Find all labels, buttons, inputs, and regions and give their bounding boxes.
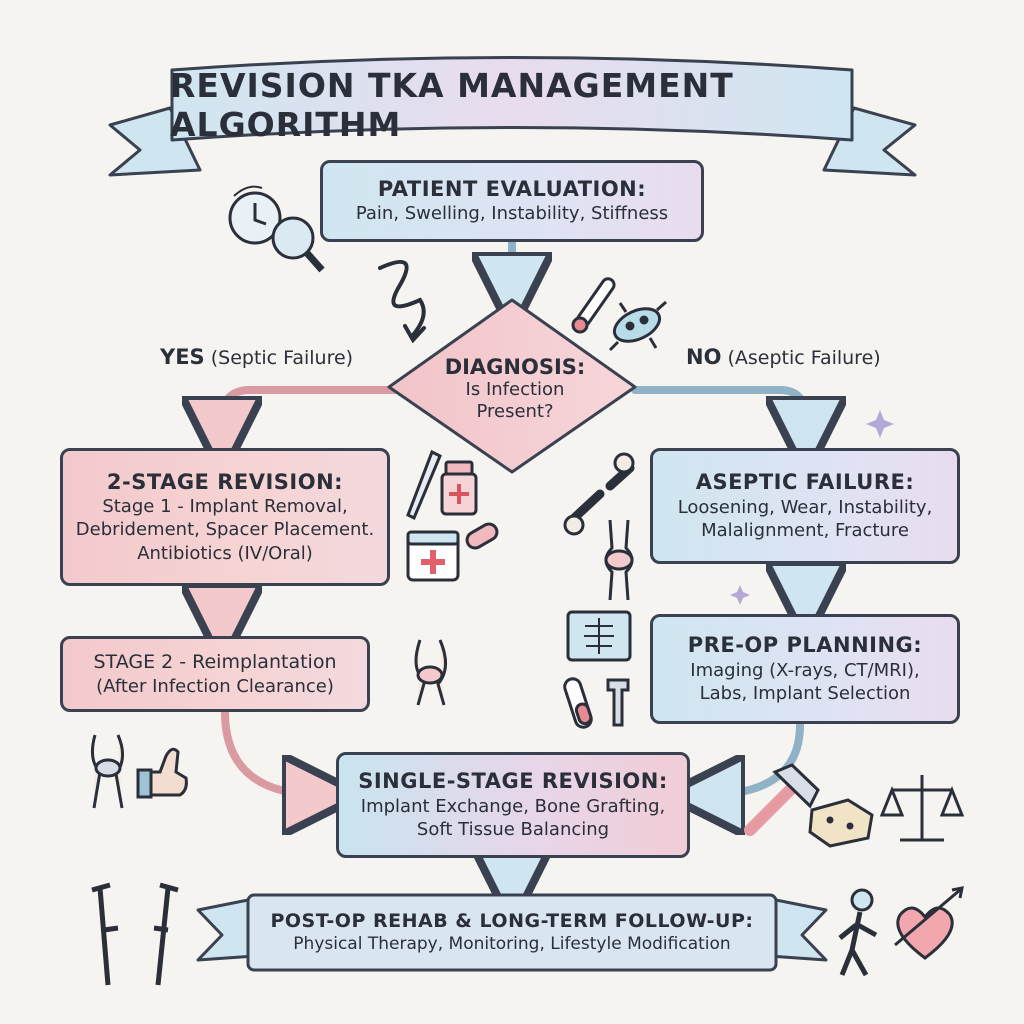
walking-person-icon xyxy=(838,888,878,977)
flow-arrows xyxy=(221,238,806,885)
branch-word: NO xyxy=(686,345,722,369)
node-title: PATIENT EVALUATION: xyxy=(377,177,647,202)
node-aseptic-failure: ASEPTIC FAILURE: Loosening, Wear, Instab… xyxy=(650,448,960,564)
branch-label-no: NO (Aseptic Failure) xyxy=(686,345,881,369)
node-text: Debridement, Spacer Placement. xyxy=(75,519,375,541)
test-tube-icon xyxy=(563,677,593,729)
node-stage-two: STAGE 2 - Reimplantation (After Infectio… xyxy=(60,636,370,712)
node-text: Stage 1 - Implant Removal, xyxy=(102,496,348,518)
knee-implant-icon xyxy=(414,639,447,706)
bone-graft-icon xyxy=(808,798,874,848)
branch-detail: (Aseptic Failure) xyxy=(727,347,881,369)
thermometer-icon xyxy=(571,277,616,334)
node-patient-evaluation: PATIENT EVALUATION: Pain, Swelling, Inst… xyxy=(320,160,704,242)
decor-sparkle-icon xyxy=(730,410,894,605)
node-text: Implant Exchange, Bone Grafting, xyxy=(360,795,666,817)
implant-screw-icon xyxy=(606,678,630,727)
knee-joint-icon xyxy=(604,519,634,601)
bacteria-icon xyxy=(608,300,667,352)
node-postop-rehab: POST-OP REHAB & LONG-TERM FOLLOW-UP: Phy… xyxy=(250,897,774,968)
branch-detail: (Septic Failure) xyxy=(210,347,354,369)
magnifier-icon xyxy=(271,216,325,273)
squiggle-arrow xyxy=(378,259,426,337)
node-text: Malalignment, Fracture xyxy=(701,520,909,542)
branch-label-yes: YES (Septic Failure) xyxy=(160,345,353,369)
node-title: ASEPTIC FAILURE: xyxy=(695,470,915,495)
node-two-stage-revision: 2-STAGE REVISION: Stage 1 - Implant Remo… xyxy=(60,448,390,586)
clock-icon xyxy=(228,185,282,245)
node-diagnosis: DIAGNOSIS: Is Infection Present? xyxy=(395,343,635,435)
branch-word: YES xyxy=(160,345,205,369)
node-text: Imaging (X-rays, CT/MRI), xyxy=(690,659,920,681)
crutches-icon xyxy=(91,882,179,986)
diagnosis-diamond xyxy=(387,298,637,474)
medicine-bottle-icon xyxy=(440,460,478,516)
node-title: POST-OP REHAB & LONG-TERM FOLLOW-UP: xyxy=(270,909,754,932)
node-title: DIAGNOSIS: xyxy=(444,354,586,379)
node-text: Antibiotics (IV/Oral) xyxy=(137,542,313,564)
node-text: Loosening, Wear, Instability, xyxy=(677,496,933,518)
arrow-stage-two-to-single-stage xyxy=(221,708,322,795)
node-text: Is Infection xyxy=(465,378,565,400)
page-title: REVISION TKA MANAGEMENT ALGORITHM xyxy=(170,66,734,144)
pill-icon xyxy=(465,522,499,550)
arrow-yes-branch xyxy=(222,386,399,436)
node-single-stage-revision: SINGLE-STAGE REVISION: Implant Exchange,… xyxy=(336,752,690,858)
title-banner xyxy=(108,56,917,177)
node-text: Present? xyxy=(476,401,554,422)
calendar-icon xyxy=(406,530,460,582)
node-title: SINGLE-STAGE REVISION: xyxy=(358,769,668,794)
postop-ribbon xyxy=(196,893,828,972)
xray-icon xyxy=(566,610,632,662)
scales-icon xyxy=(879,775,965,842)
arrow-preop-to-single-stage xyxy=(705,721,804,795)
node-text: Physical Therapy, Monitoring, Lifestyle … xyxy=(293,934,731,955)
stage-two-knee-icon xyxy=(90,734,124,809)
scalpel-icon xyxy=(406,449,442,521)
node-title: 2-STAGE REVISION: xyxy=(106,469,344,494)
node-preop-planning: PRE-OP PLANNING: Imaging (X-rays, CT/MRI… xyxy=(650,614,960,724)
thumbs-up-icon xyxy=(136,747,188,799)
node-text: Pain, Swelling, Instability, Stiffness xyxy=(355,203,669,225)
node-text: (After Infection Clearance) xyxy=(96,675,334,697)
heart-arrow-icon xyxy=(894,886,964,960)
node-title: PRE-OP PLANNING: xyxy=(687,633,923,658)
node-text: Labs, Implant Selection xyxy=(699,683,911,705)
broken-bone-icon xyxy=(563,452,635,536)
node-text: Soft Tissue Balancing xyxy=(416,819,610,841)
arrow-no-branch xyxy=(631,386,806,436)
node-text: STAGE 2 - Reimplantation xyxy=(93,650,337,673)
hammer-icon xyxy=(744,763,820,836)
